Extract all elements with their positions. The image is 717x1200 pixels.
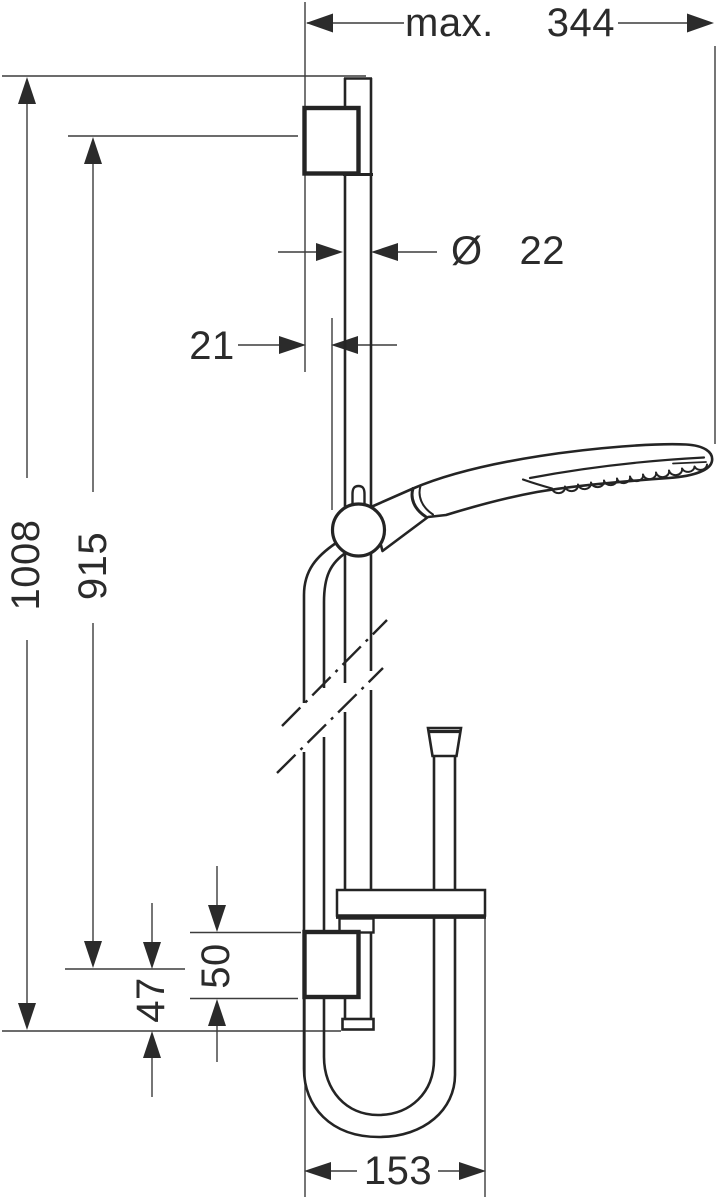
arrow-47-bottom	[143, 1031, 161, 1058]
arrow-max-right	[687, 13, 714, 33]
handle-joint-line	[410, 487, 427, 518]
dim-label-fixing-distance: 915	[71, 531, 115, 601]
break-line-upper	[281, 619, 388, 727]
dim-label-hose-loop-width: 153	[363, 1149, 433, 1193]
spray-face-edge	[528, 456, 706, 480]
hand-shower-body	[369, 442, 714, 553]
slider-disc	[330, 502, 387, 558]
dim-label-bracket-height: 50	[194, 943, 238, 989]
arrow-1008-bottom	[18, 1003, 36, 1030]
arrow-max-left	[306, 13, 333, 33]
dim-max-value: 344	[546, 1, 615, 45]
arrow-1008-top	[18, 77, 36, 104]
arrow-dia-right	[371, 243, 398, 261]
arrow-915-bottom	[84, 941, 102, 968]
shower-hose	[302, 541, 463, 1139]
soap-dish	[335, 888, 487, 934]
soap-dish-tray	[335, 888, 487, 917]
break-lines	[276, 619, 388, 774]
dim-label-overall-height: 1008	[4, 519, 48, 611]
arrow-21-left	[279, 336, 306, 354]
dim-label-max-width: max. 344	[405, 2, 615, 44]
head-tip-line	[672, 461, 707, 465]
slider-holder	[330, 484, 387, 558]
bottom-bracket	[302, 929, 361, 1000]
arrow-dia-left	[316, 243, 343, 261]
top-bracket	[302, 105, 361, 176]
hand-shower	[369, 442, 714, 553]
handle-joint-line-2	[418, 485, 434, 516]
arrow-47-top	[143, 942, 161, 969]
dim-label-wall-clearance: 21	[189, 324, 235, 368]
rail-end-cap	[341, 1017, 375, 1031]
arrow-50-top	[208, 905, 226, 932]
dim-label-rail-diameter: Ø 22	[451, 230, 565, 272]
spray-nozzles	[551, 463, 708, 495]
dimension-arrows	[18, 13, 714, 1180]
dimension-lines	[26, 22, 688, 1172]
wall-brackets	[302, 105, 375, 1031]
arrow-153-left	[304, 1162, 331, 1180]
dim-label-lower-edge-offset: 47	[129, 977, 173, 1023]
arrow-50-bottom	[208, 999, 226, 1026]
rail-tube	[343, 77, 373, 1027]
spray-face-stub	[521, 478, 554, 490]
arrow-915-top	[84, 137, 102, 164]
hose-connector	[426, 726, 463, 758]
arrow-153-right	[459, 1162, 486, 1180]
dim-diameter-value: 22	[519, 229, 565, 273]
dim-max-prefix: max.	[405, 1, 494, 45]
break-line-lower	[276, 667, 384, 774]
diameter-symbol: Ø	[451, 229, 483, 273]
